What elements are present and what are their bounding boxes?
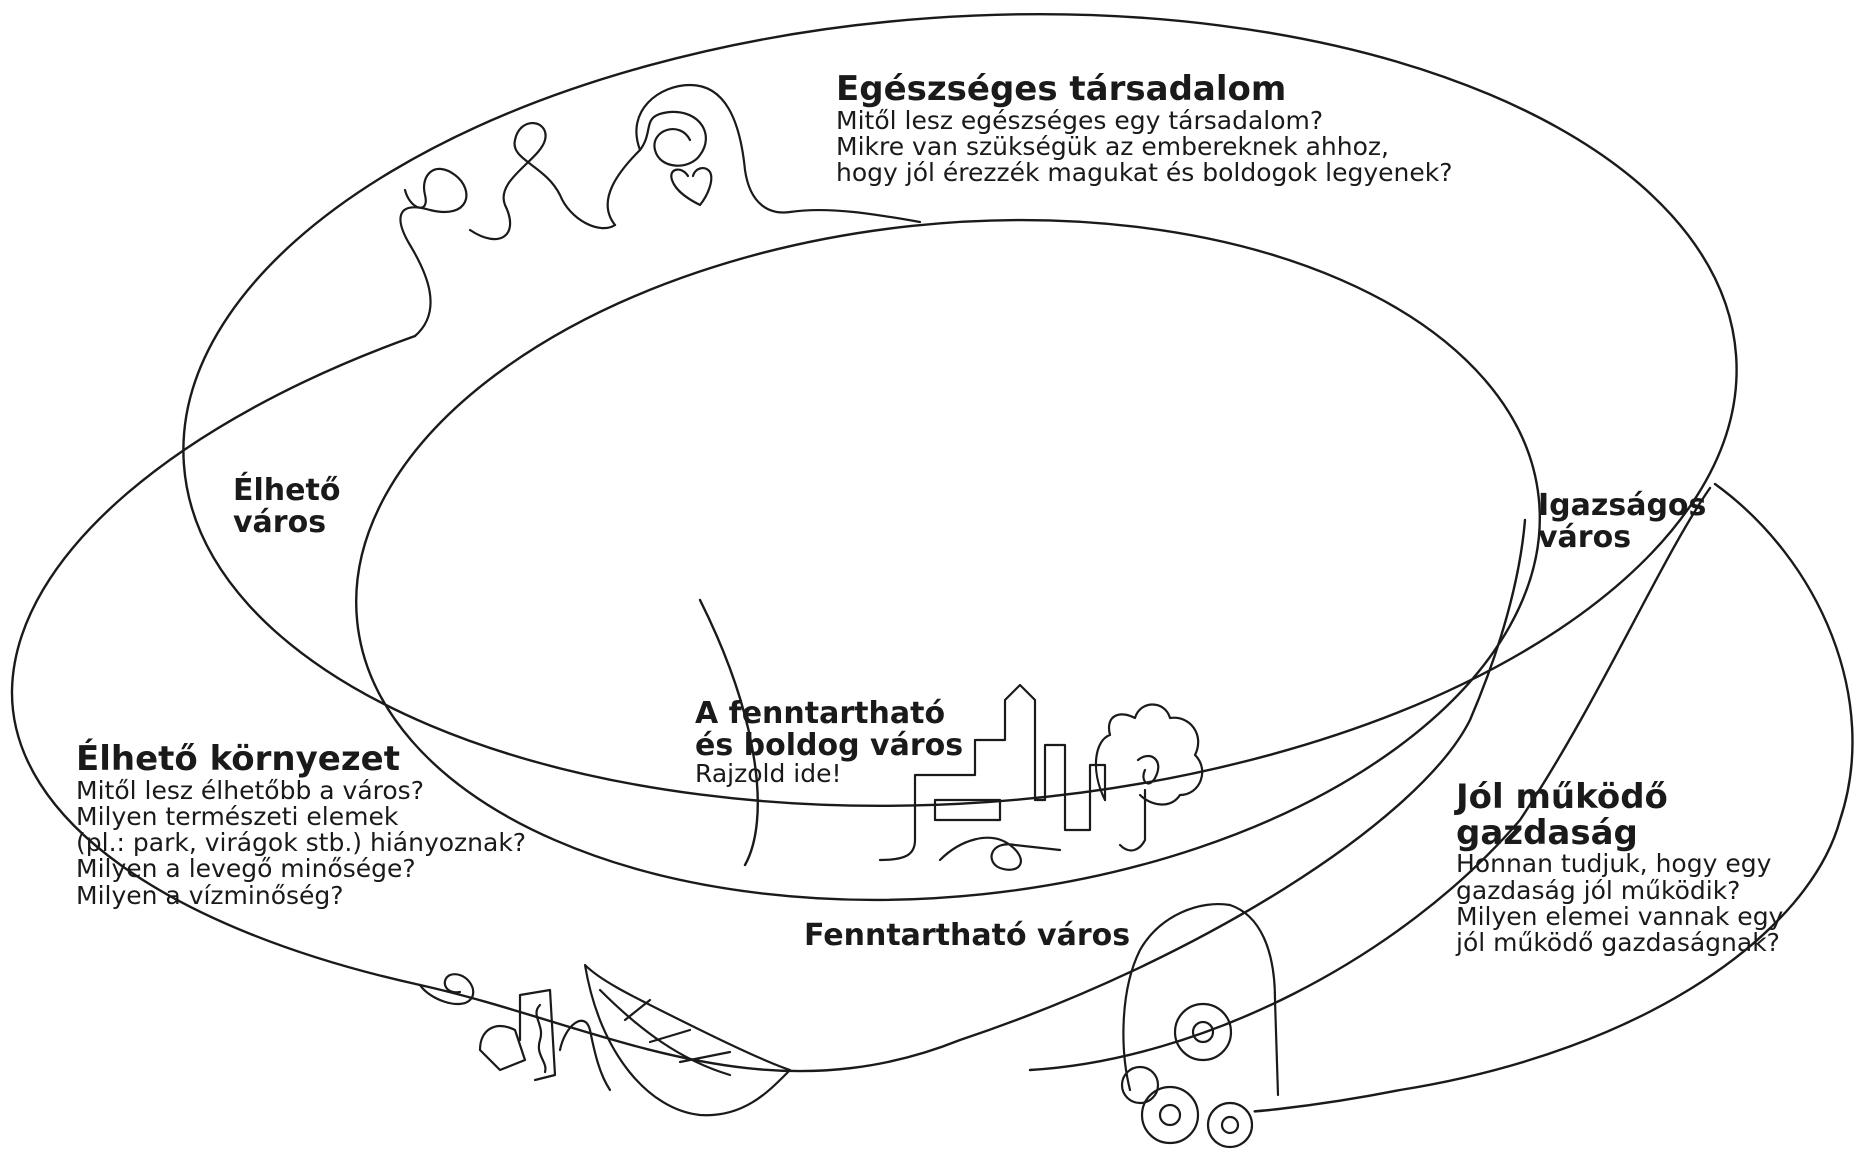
economy-title: Jól működő gazdaság xyxy=(1456,777,1668,853)
center-ellipse xyxy=(355,218,1541,902)
sustainable-city-text: Fenntartható város xyxy=(804,918,1131,953)
economy-line-3: Milyen elemei vannak egy xyxy=(1456,901,1784,931)
livable-city-line-1: Élhető xyxy=(233,473,341,508)
economy-label: Jól működő gazdaság Honnan tudjuk, hogy … xyxy=(1456,777,1856,958)
leaf-icon xyxy=(583,963,792,1117)
economy-line-2: gazdaság jól működik? xyxy=(1456,875,1741,905)
fair-city-line-1: Igazságos xyxy=(1538,488,1707,523)
center-subtitle: Rajzold ide! xyxy=(695,759,842,788)
livable-environment-line-1: Mitől lesz élhetőbb a város? xyxy=(76,775,424,805)
fair-city-label: Igazságos város xyxy=(1538,490,1706,553)
livable-environment-line-2: Milyen természeti elemek xyxy=(76,801,399,831)
people-heart-icon xyxy=(399,83,922,338)
healthy-society-label: Egészséges társadalom Mitől lesz egészsé… xyxy=(836,69,1453,188)
healthy-society-title: Egészséges társadalom xyxy=(836,69,1287,109)
center-title-line-2: és boldog város xyxy=(695,727,964,763)
healthy-society-ellipse xyxy=(182,13,1738,807)
connector-line xyxy=(1028,486,1712,1072)
livable-environment-line-3: (pl.: park, virágok stb.) hiányoznak? xyxy=(76,828,527,858)
gears-icon xyxy=(1120,903,1280,1149)
center-title-line-1: A fenntartható xyxy=(695,696,946,731)
sustainable-city-label: Fenntartható város xyxy=(804,920,1130,952)
livable-city-line-2: város xyxy=(233,504,327,540)
sustainable-city-loop xyxy=(418,518,1527,1073)
livable-environment-line-4: Milyen a levegő minősége? xyxy=(76,854,416,884)
center-label: A fenntartható és boldog város Rajzold i… xyxy=(695,698,963,787)
plants-icon xyxy=(418,973,612,1092)
livable-environment-label: Élhető környezet Mitől lesz élhetőbb a v… xyxy=(76,739,527,910)
economy-line-1: Honnan tudjuk, hogy egy xyxy=(1456,849,1772,879)
city-skyline-icon xyxy=(878,683,1107,871)
healthy-society-line-3: hogy jól érezzék magukat és boldogok leg… xyxy=(836,158,1453,188)
tree-icon xyxy=(1094,703,1204,852)
economy-line-4: jól működő gazdaságnak? xyxy=(1456,928,1780,958)
livable-environment-ellipse xyxy=(10,334,759,987)
livable-environment-title: Élhető környezet xyxy=(76,739,400,779)
livable-city-label: Élhető város xyxy=(233,475,340,538)
economy-ellipse xyxy=(1253,482,1854,1113)
healthy-society-line-1: Mitől lesz egészséges egy társadalom? xyxy=(836,105,1324,135)
healthy-society-line-2: Mikre van szükségük az embereknek ahhoz, xyxy=(836,131,1389,161)
fair-city-line-2: város xyxy=(1538,519,1632,555)
livable-environment-line-5: Milyen a vízminőség? xyxy=(76,880,344,910)
